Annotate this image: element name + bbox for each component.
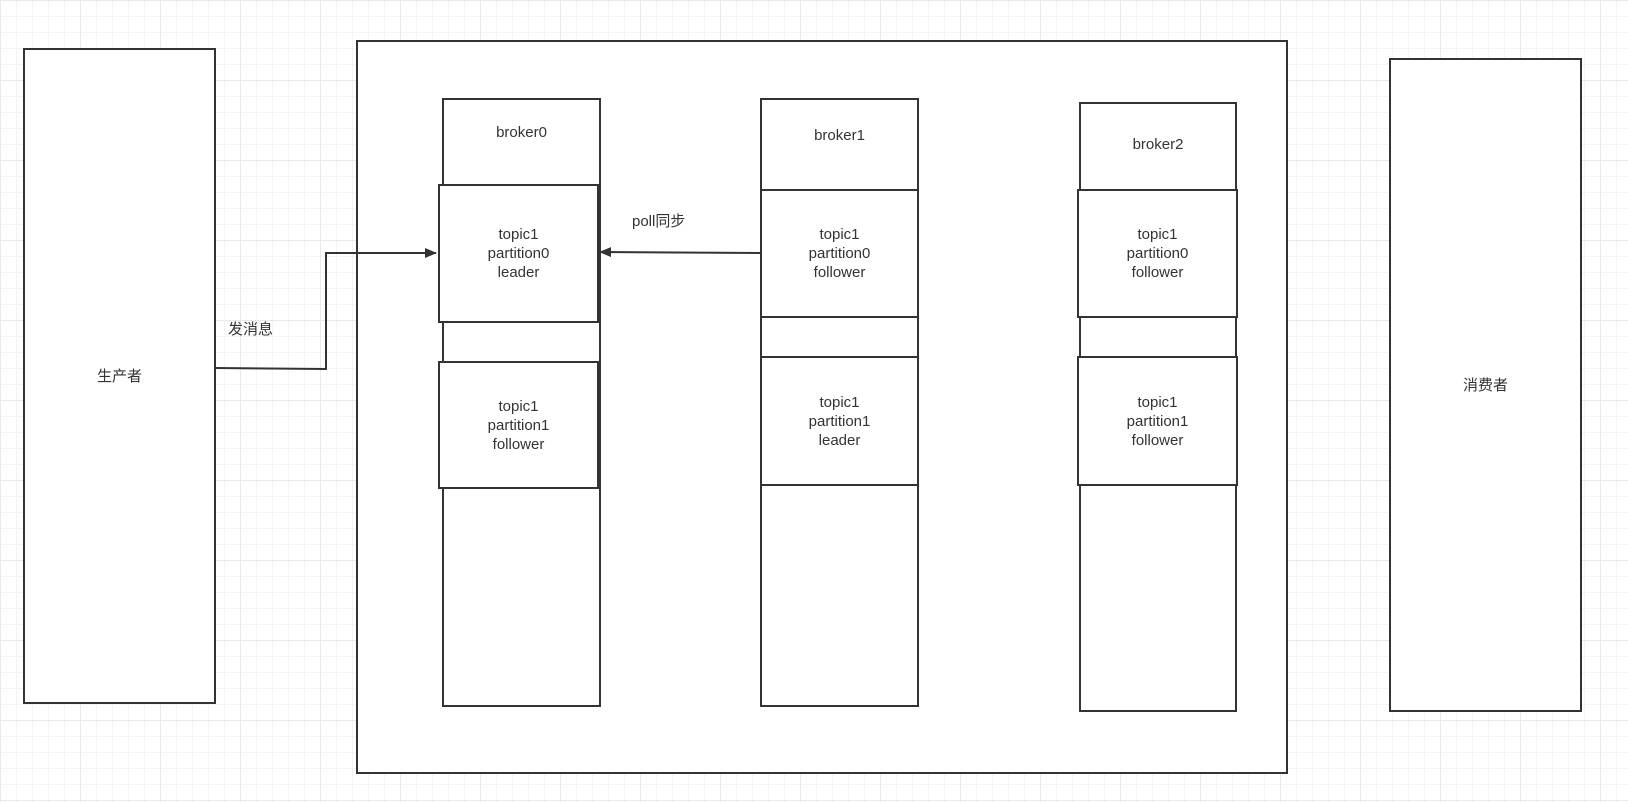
partition-role: leader bbox=[818, 431, 861, 449]
partition-role: follower bbox=[492, 435, 545, 453]
poll-sync-label: poll同步 bbox=[632, 213, 686, 230]
partition-role: leader bbox=[497, 264, 540, 281]
consumer-box: 消费者 bbox=[1389, 58, 1582, 712]
send-message-arrow bbox=[215, 248, 437, 371]
broker1-label: broker1 bbox=[814, 126, 865, 144]
broker2-partition0-box: topic1 partition0 follower bbox=[1077, 189, 1238, 318]
partition-topic: topic1 bbox=[1137, 226, 1178, 243]
send-message-label: 发消息 bbox=[228, 321, 274, 338]
partition-name: partition0 bbox=[1126, 245, 1189, 262]
partition-topic: topic1 bbox=[819, 226, 860, 243]
partition-name: partition0 bbox=[487, 245, 550, 262]
broker2-partition1-box: topic1 partition1 follower bbox=[1077, 356, 1238, 486]
partition-role: follower bbox=[813, 264, 866, 281]
partition-name: partition1 bbox=[808, 412, 871, 430]
producer-label: 生产者 bbox=[96, 367, 142, 385]
partition-name: partition0 bbox=[808, 245, 871, 262]
broker1-partition0-box: topic1 partition0 follower bbox=[760, 189, 919, 318]
partition-topic: topic1 bbox=[498, 397, 539, 415]
broker0-partition0-box: topic1 partition0 leader bbox=[438, 184, 599, 323]
partition-name: partition1 bbox=[487, 416, 550, 434]
broker0-label: broker0 bbox=[496, 123, 547, 141]
partition-topic: topic1 bbox=[498, 226, 539, 243]
broker0-partition1-box: topic1 partition1 follower bbox=[438, 361, 599, 489]
partition-name: partition1 bbox=[1126, 412, 1189, 430]
consumer-label: 消费者 bbox=[1462, 376, 1508, 394]
producer-box: 生产者 bbox=[23, 48, 216, 704]
partition-role: follower bbox=[1131, 264, 1184, 281]
partition-topic: topic1 bbox=[1137, 393, 1178, 411]
broker1-partition1-box: topic1 partition1 leader bbox=[760, 356, 919, 486]
poll-sync-arrow bbox=[599, 247, 761, 258]
broker2-label: broker2 bbox=[1132, 135, 1184, 153]
partition-topic: topic1 bbox=[819, 393, 860, 411]
partition-role: follower bbox=[1131, 431, 1184, 449]
